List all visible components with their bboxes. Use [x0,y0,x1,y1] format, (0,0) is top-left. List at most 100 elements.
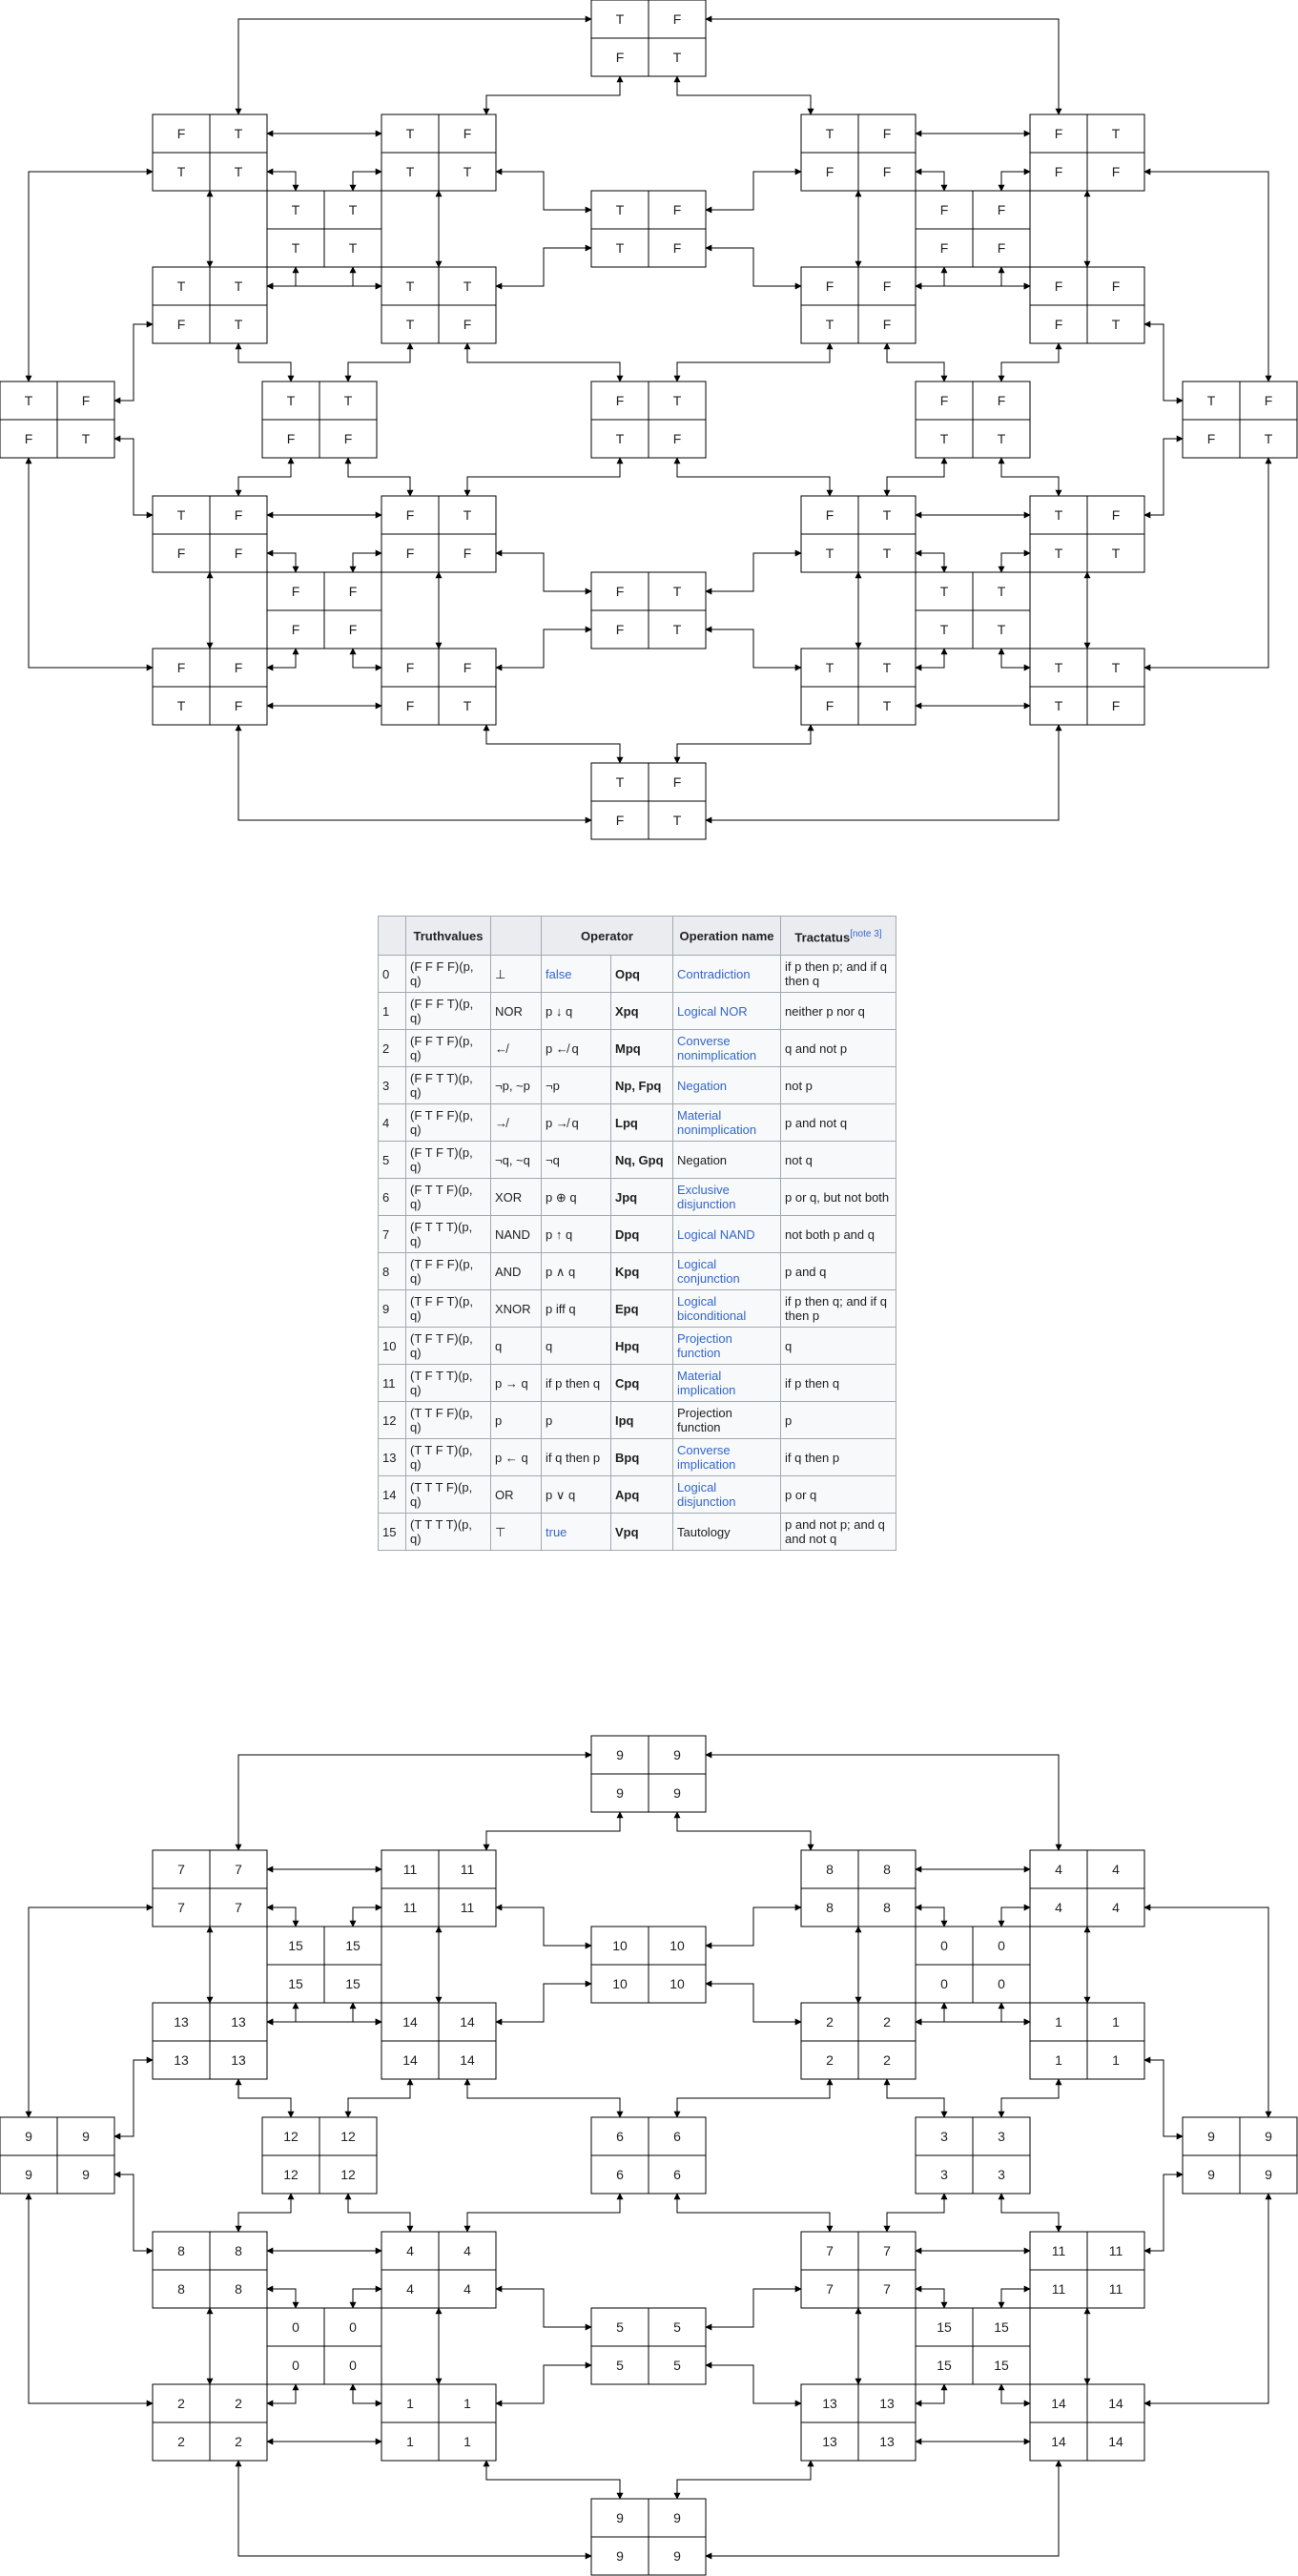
edge-arrow [915,168,948,192]
cell-name[interactable]: Projection function [672,1327,781,1365]
node-cell-value: 4 [464,2243,471,2258]
cell-op1: p ∨ q [541,1475,611,1514]
edge-arrow [673,75,814,115]
edge-arrow [673,2460,814,2500]
cell-op1: ¬q [541,1141,611,1179]
node-cell-value: F [406,698,415,713]
node-cell-value: F [998,393,1006,408]
node-cell-value: 2 [177,2396,185,2411]
node-cell-value: 7 [883,2243,891,2258]
cell-op1[interactable]: false [541,955,611,993]
cell-tract: not p [780,1066,896,1104]
node-cell-value: F [998,240,1006,256]
node-cell-value: 9 [82,2167,90,2182]
cell-name[interactable]: Contradiction [672,955,781,993]
node-cell-value: 15 [288,1938,303,1953]
edge-arrow [25,2193,154,2407]
cell-name[interactable]: Material nonimplication [672,1103,781,1142]
cell-sym: OR [490,1475,542,1514]
node-cell-value: T [235,126,243,141]
edge-arrow [344,342,414,382]
edge-arrow [495,244,592,290]
edge-arrow [705,2361,802,2407]
cell-num: 14 [378,1475,406,1514]
cell-tv: (F T T F)(p, q) [405,1178,491,1216]
edge-arrow [883,457,948,497]
cell-name[interactable]: Logical NAND [672,1215,781,1253]
cell-sym: q [490,1327,542,1365]
node-cell-value: 1 [1055,2014,1062,2030]
cell-name[interactable]: Logical conjunction [672,1252,781,1290]
cell-num: 3 [378,1066,406,1104]
node-cell-value: F [616,622,625,637]
edge-arrow [113,320,154,404]
cell-num: 0 [378,955,406,993]
node-cell-value: F [673,11,682,27]
node-cell-value: 3 [940,2167,948,2182]
edge-arrow [1143,457,1272,671]
edge-arrow [344,457,414,497]
node-cell-value: 8 [177,2281,185,2297]
edge-arrow [495,2285,592,2331]
cell-op1[interactable]: true [541,1513,611,1551]
cell-tv: (F F T T)(p, q) [405,1066,491,1104]
edge-arrow [705,549,802,595]
node-cell-value: T [287,393,296,408]
node-cell-value: T [1112,660,1121,675]
cell-name[interactable]: Logical biconditional [672,1289,781,1328]
cell-num: 15 [378,1513,406,1551]
node-cell-value: F [998,202,1006,217]
edge-arrow [998,2383,1031,2407]
tractatus-note-link[interactable]: [note 3] [850,928,882,939]
edge-arrow [883,342,948,382]
cell-tv: (T F F F)(p, q) [405,1252,491,1290]
node-cell-value: 0 [349,2319,357,2335]
edge-arrow [915,266,948,290]
node-cell-value: 9 [25,2129,32,2144]
edge-arrow [1143,168,1272,382]
node-cell-value: T [1265,431,1273,446]
cell-name[interactable]: Material implication [672,1364,781,1402]
node-cell-value: T [464,507,472,523]
cell-name[interactable]: Logical disjunction [672,1475,781,1514]
cell-tv: (T T F T)(p, q) [405,1438,491,1476]
cell-op2: Hpq [610,1327,673,1365]
cell-name[interactable]: Logical NOR [672,992,781,1030]
header-operation-name: Operation name [672,916,781,956]
node-cell-value: 2 [883,2014,891,2030]
node-cell-value: 7 [177,1900,185,1915]
node-cell-value: 0 [292,2319,299,2335]
edge-arrow [1143,2193,1272,2407]
cell-name[interactable]: Converse implication [672,1438,781,1476]
cell-name[interactable]: Converse nonimplication [672,1029,781,1067]
node-cell-value: T [616,202,625,217]
node-cell-value: T [1055,507,1063,523]
node-cell-value: F [1055,317,1063,332]
edge-arrow [705,168,802,214]
node-cell-value: 12 [340,2129,356,2144]
cell-tract: if p then p; and if q then q [780,955,896,993]
cell-name[interactable]: Negation [672,1066,781,1104]
cell-sym: p → q [490,1364,542,1402]
node-cell-value: F [344,431,353,446]
cell-sym: ¬p, ~p [490,1066,542,1104]
edge-arrow [705,1980,802,2026]
cell-name[interactable]: Exclusive disjunction [672,1178,781,1216]
node-cell-value: F [940,202,949,217]
node-cell-value: 14 [1108,2396,1123,2411]
node-cell-value: T [673,813,682,828]
